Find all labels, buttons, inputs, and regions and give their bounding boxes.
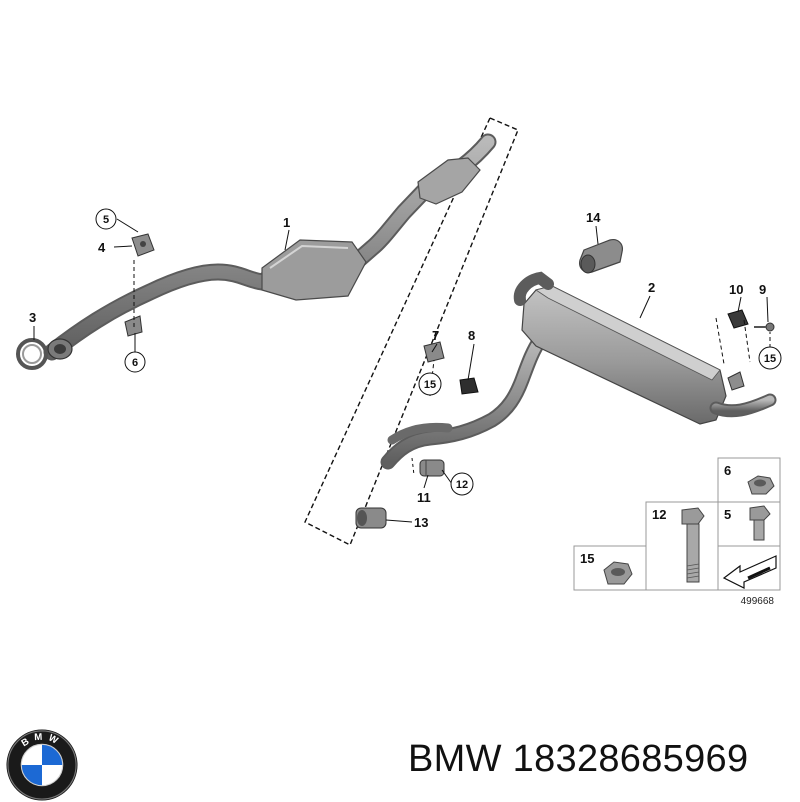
- bolt-9: [754, 322, 775, 332]
- brand-name: BMW: [408, 738, 502, 780]
- clamp-13: [355, 507, 387, 529]
- hanger-10: [727, 309, 749, 329]
- tailpipe-trim: [579, 239, 623, 274]
- bmw-logo: BMW: [6, 729, 78, 801]
- svg-text:5: 5: [103, 214, 109, 226]
- clamp-ring: [16, 338, 48, 370]
- clamp-11: [419, 459, 445, 477]
- callout-2: 2: [648, 280, 655, 295]
- catalytic-converter: [261, 239, 367, 301]
- callout-1: 1: [283, 215, 290, 230]
- legend-bolt-12: 12: [652, 507, 705, 583]
- callout-6-circle: 6: [124, 351, 146, 373]
- hanger-rubber-7: [423, 341, 445, 363]
- svg-text:12: 12: [652, 507, 666, 522]
- callout-13: 13: [414, 515, 428, 530]
- section-outline: [304, 117, 519, 546]
- callout-8: 8: [468, 328, 475, 343]
- rear-muffler: [521, 285, 727, 425]
- callout-5-circle: 5: [95, 208, 117, 230]
- leader-lines: [33, 218, 771, 523]
- callout-12-circle: 12: [450, 472, 474, 496]
- legend-nut-6: 6: [724, 463, 775, 495]
- part-number: 18328685969: [512, 738, 749, 780]
- callout-14: 14: [586, 210, 601, 225]
- svg-text:15: 15: [580, 551, 594, 566]
- callout-10: 10: [729, 282, 743, 297]
- callout-15-circle-b: 15: [758, 346, 782, 370]
- diagram-reference-number: 499668: [741, 596, 775, 607]
- callout-4: 4: [98, 240, 106, 255]
- forward-direction-arrow: [722, 555, 777, 589]
- svg-text:15: 15: [424, 379, 436, 391]
- legend-bolt-5: 5: [724, 505, 771, 541]
- brand-caption: BMW 18328685969: [408, 738, 748, 781]
- svg-text:5: 5: [724, 507, 731, 522]
- svg-text:15: 15: [764, 353, 776, 365]
- hardware-legend: 6 5 12 15: [573, 457, 781, 607]
- callout-7: 7: [432, 328, 439, 343]
- svg-text:6: 6: [132, 357, 138, 369]
- clamp-8: [459, 377, 479, 395]
- legend-nut-15: 15: [580, 551, 633, 585]
- callout-11: 11: [417, 490, 431, 505]
- rear-pipe-assembly: [380, 271, 777, 470]
- hanger-bracket-front: [131, 233, 155, 257]
- front-pipe-assembly: [43, 133, 497, 361]
- callout-15-circle-a: 15: [418, 372, 442, 396]
- svg-text:12: 12: [456, 479, 468, 491]
- secondary-converter: [417, 157, 481, 205]
- svg-text:6: 6: [724, 463, 731, 478]
- callout-9: 9: [759, 282, 766, 297]
- callout-3: 3: [29, 310, 36, 325]
